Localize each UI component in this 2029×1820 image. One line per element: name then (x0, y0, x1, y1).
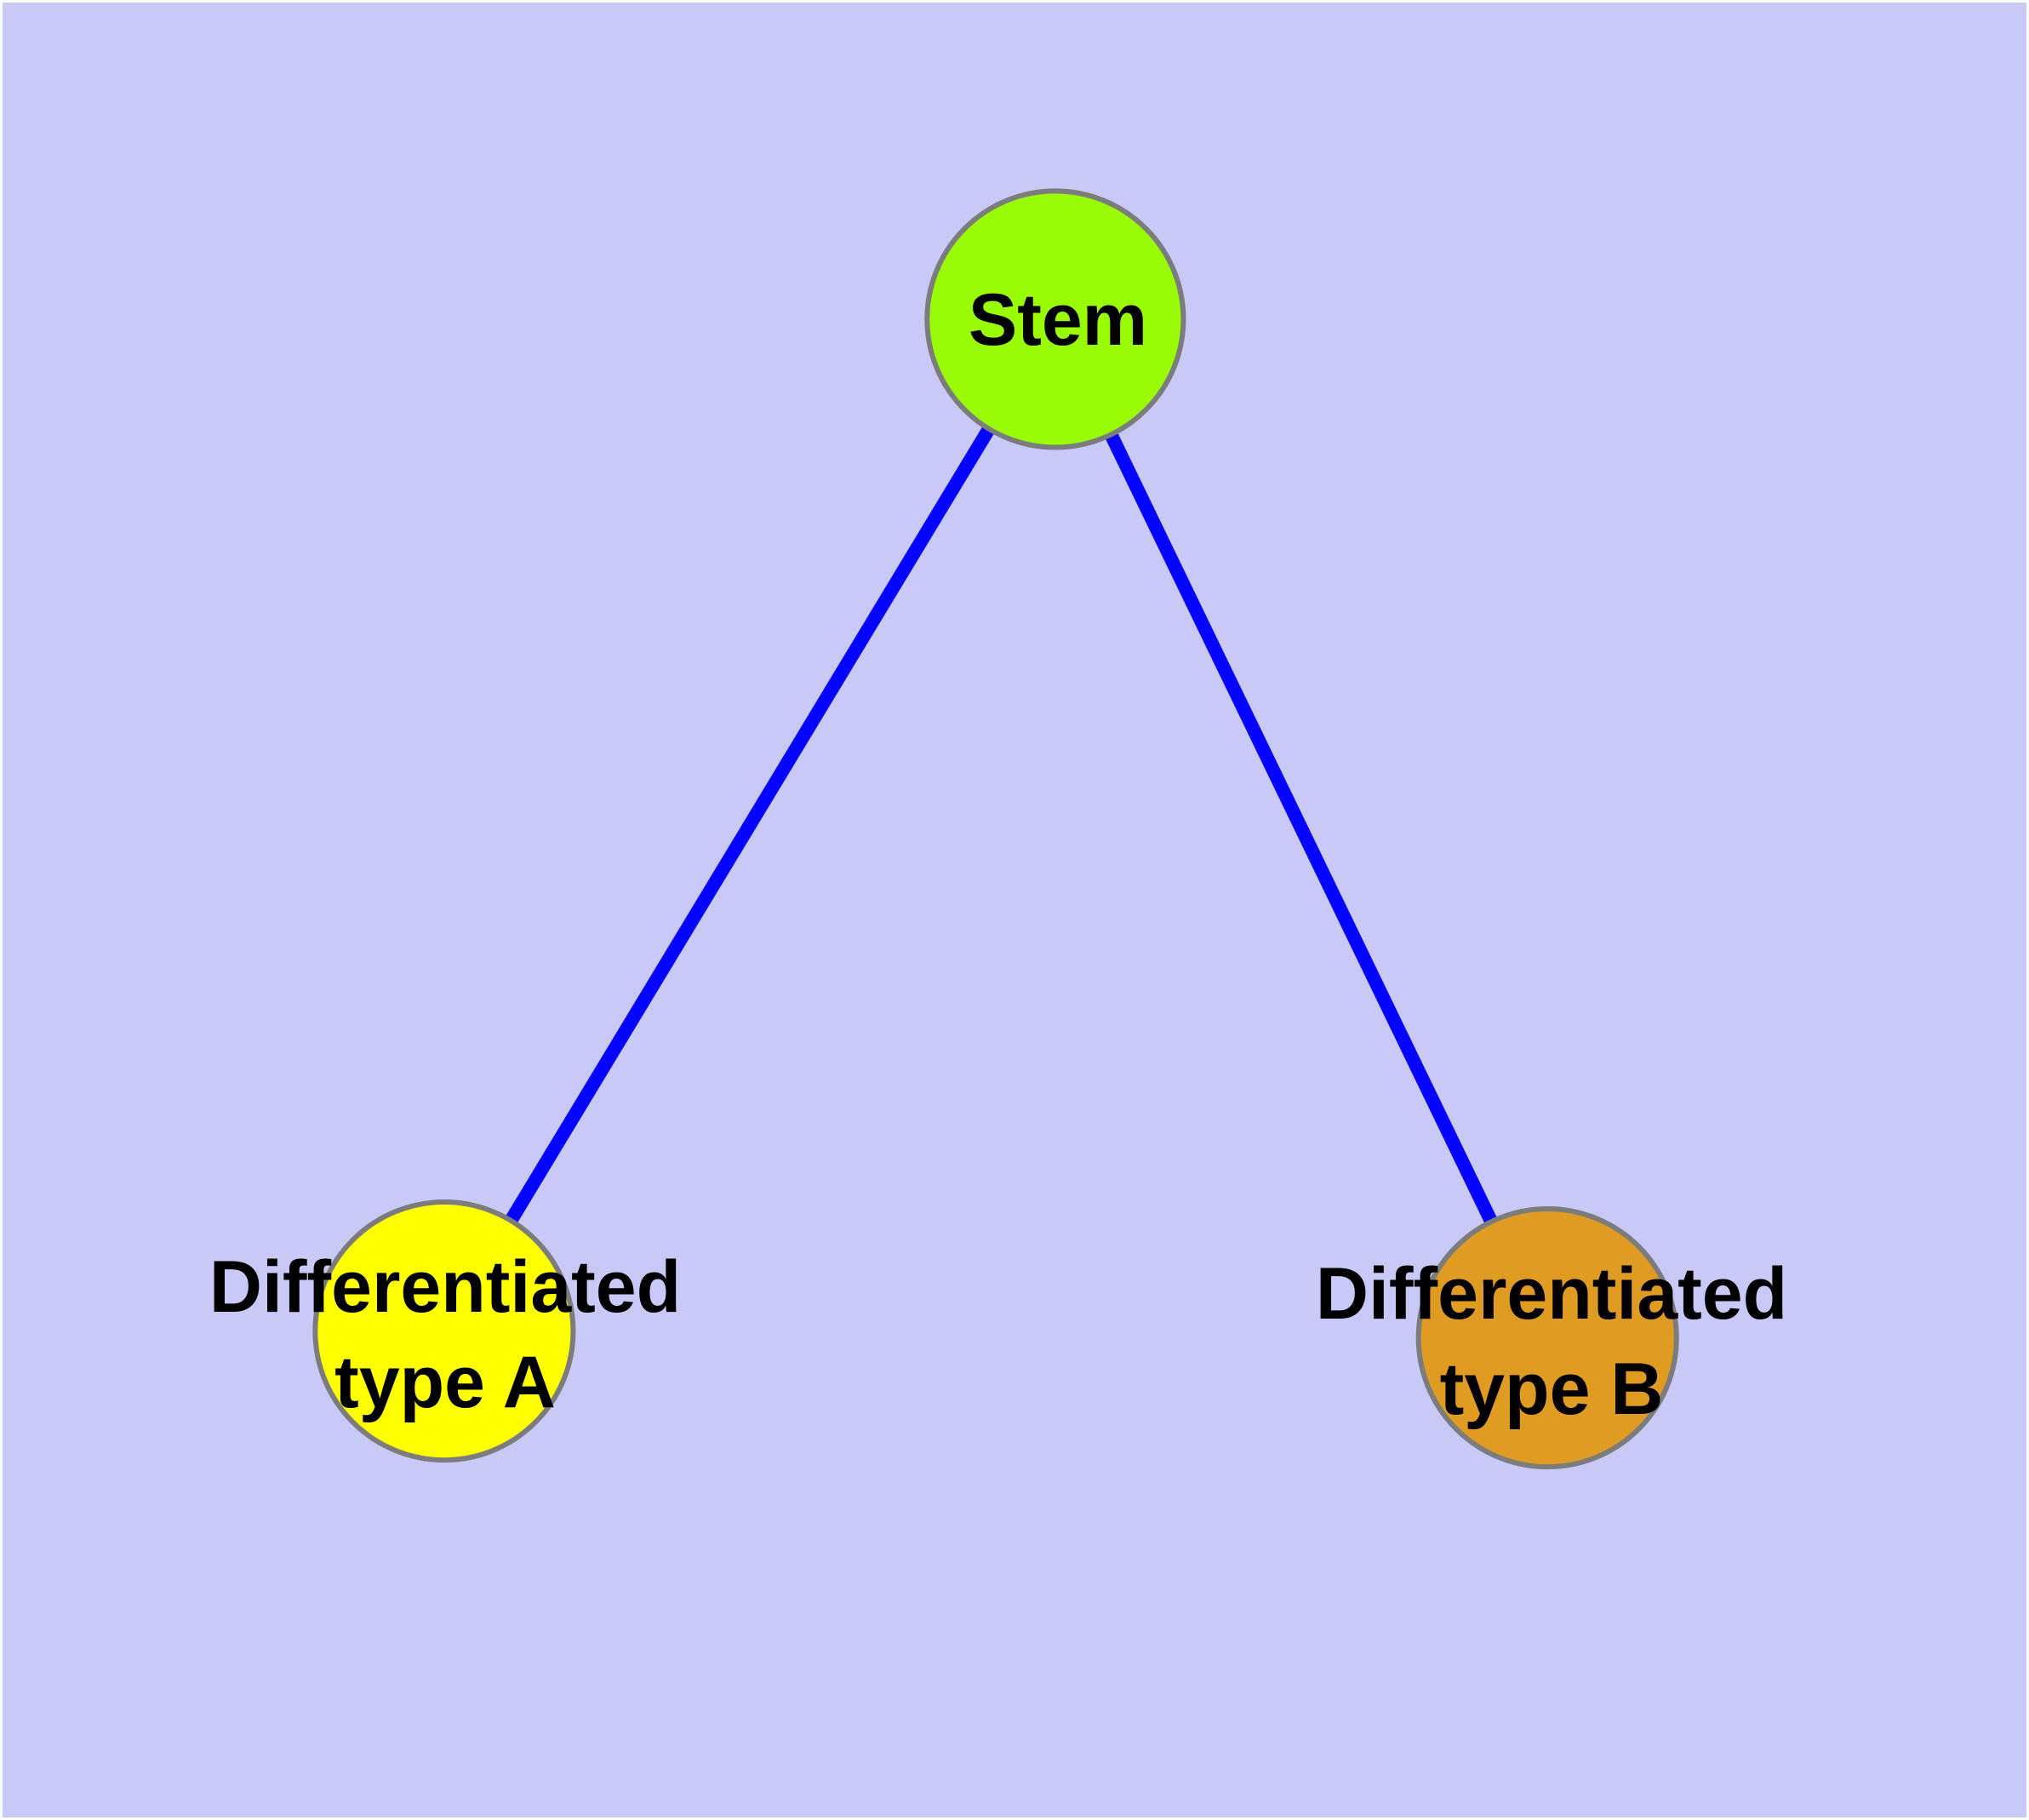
edge-stem-to-type-a (438, 315, 1061, 1335)
node-type-a (312, 1199, 576, 1463)
node-stem (924, 188, 1186, 450)
node-type-b (1415, 1206, 1679, 1470)
edge-stem-to-type-b (1049, 316, 1554, 1342)
graph-diagram (312, 188, 1679, 1470)
plot-background: Stem Differentiated type A Differentiate… (3, 3, 2026, 1817)
